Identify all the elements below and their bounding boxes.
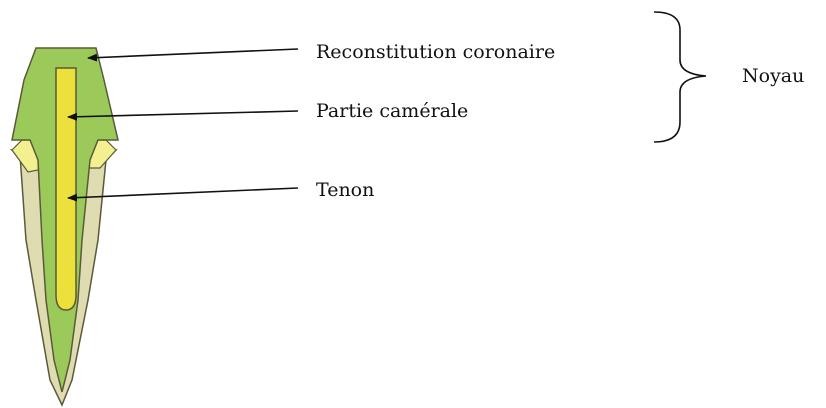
brace-noyau	[653, 11, 707, 143]
label-partie-camerale: Partie camérale	[316, 100, 468, 122]
label-noyau: Noyau	[742, 65, 804, 87]
arrow-partie-camerale	[67, 110, 299, 121]
tenon-post	[55, 67, 77, 311]
label-tenon: Tenon	[316, 179, 374, 201]
arrow-tenon	[67, 187, 299, 202]
label-reconstitution-coronaire: Reconstitution coronaire	[316, 41, 555, 63]
arrow-reconstitution	[87, 48, 299, 62]
